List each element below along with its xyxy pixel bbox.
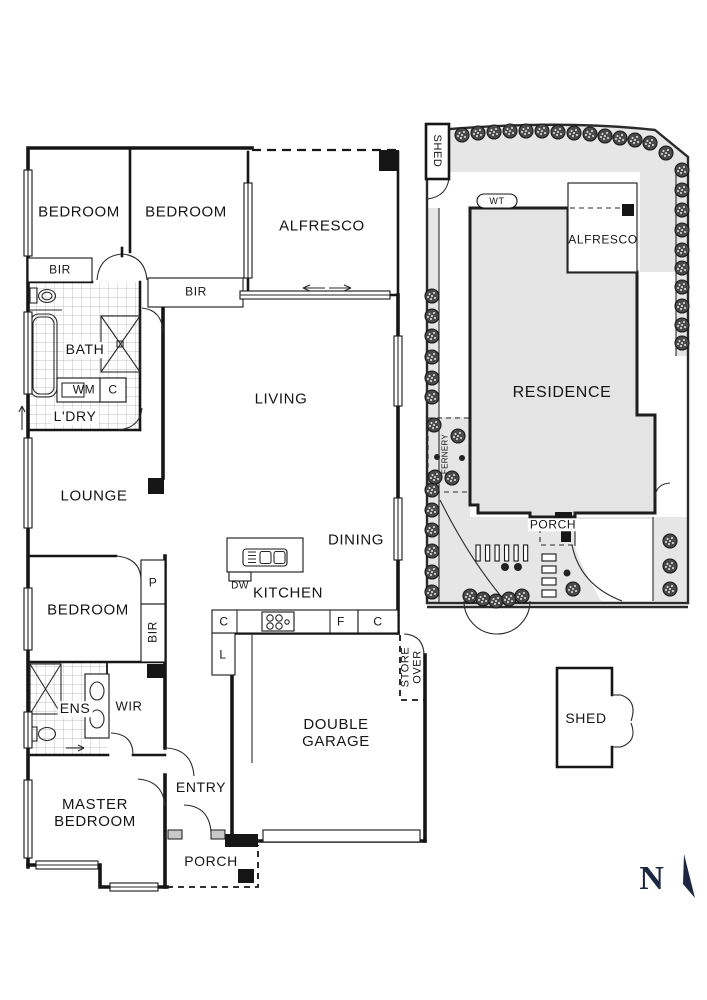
label-wir: WIR: [115, 698, 143, 714]
label-store-over: STORE OVER: [399, 646, 424, 688]
label-residence: RESIDENCE: [512, 384, 612, 402]
label-washing-machine: WM: [72, 382, 96, 397]
label-cupboard-kitchen-left: C: [219, 614, 229, 629]
label-bath: BATH: [63, 341, 107, 358]
robes-and-cupboards: [27, 257, 244, 676]
label-laundry: L'DRY: [51, 408, 99, 425]
label-bir-bed3: BIR: [145, 621, 160, 643]
label-bir-bed1: BIR: [49, 262, 71, 277]
doors-and-arcs: [96, 246, 212, 833]
north-letter: N: [639, 859, 665, 897]
label-kitchen: KITCHEN: [252, 584, 324, 602]
label-bedroom1: BEDROOM: [38, 203, 120, 221]
windows: [23, 169, 421, 892]
ens-fixtures: [29, 663, 134, 756]
label-entry: ENTRY: [175, 779, 227, 796]
garden-bars: [475, 544, 529, 562]
label-detached-shed: SHED: [565, 710, 607, 727]
kitchen-fixtures: [211, 537, 399, 634]
label-pantry: P: [148, 575, 158, 590]
detached-shed: [555, 666, 634, 769]
label-ens: ENS: [57, 700, 93, 717]
label-dishwasher: DW: [231, 580, 249, 592]
label-dining: DINING: [327, 531, 385, 549]
label-bedroom3: BEDROOM: [47, 601, 129, 619]
label-master-bedroom: MASTER BEDROOM: [54, 796, 136, 830]
bath-fixtures: [18, 287, 164, 431]
label-living: LIVING: [254, 390, 308, 408]
label-porch: PORCH: [184, 853, 238, 870]
label-water-tank: WT: [489, 195, 505, 206]
label-fridge: F: [337, 614, 345, 629]
label-bir-bed2: BIR: [185, 284, 207, 299]
label-linen: L: [219, 647, 227, 662]
label-cupboard-kitchen-right: C: [373, 614, 383, 629]
north-arrow: [683, 854, 695, 898]
label-fernery: FERNERY: [440, 433, 450, 475]
label-site-shed: SHED: [431, 134, 444, 168]
label-garage: DOUBLE GARAGE: [302, 716, 370, 750]
stepping-stones: [541, 553, 557, 598]
label-site-alfresco: ALFRESCO: [568, 232, 638, 247]
site-plan: [424, 122, 690, 635]
label-bedroom2: BEDROOM: [145, 203, 227, 221]
label-site-porch: PORCH: [527, 517, 579, 532]
label-lounge: LOUNGE: [60, 487, 128, 505]
label-alfresco: ALFRESCO: [279, 217, 365, 235]
label-cupboard-bath: C: [108, 382, 118, 397]
